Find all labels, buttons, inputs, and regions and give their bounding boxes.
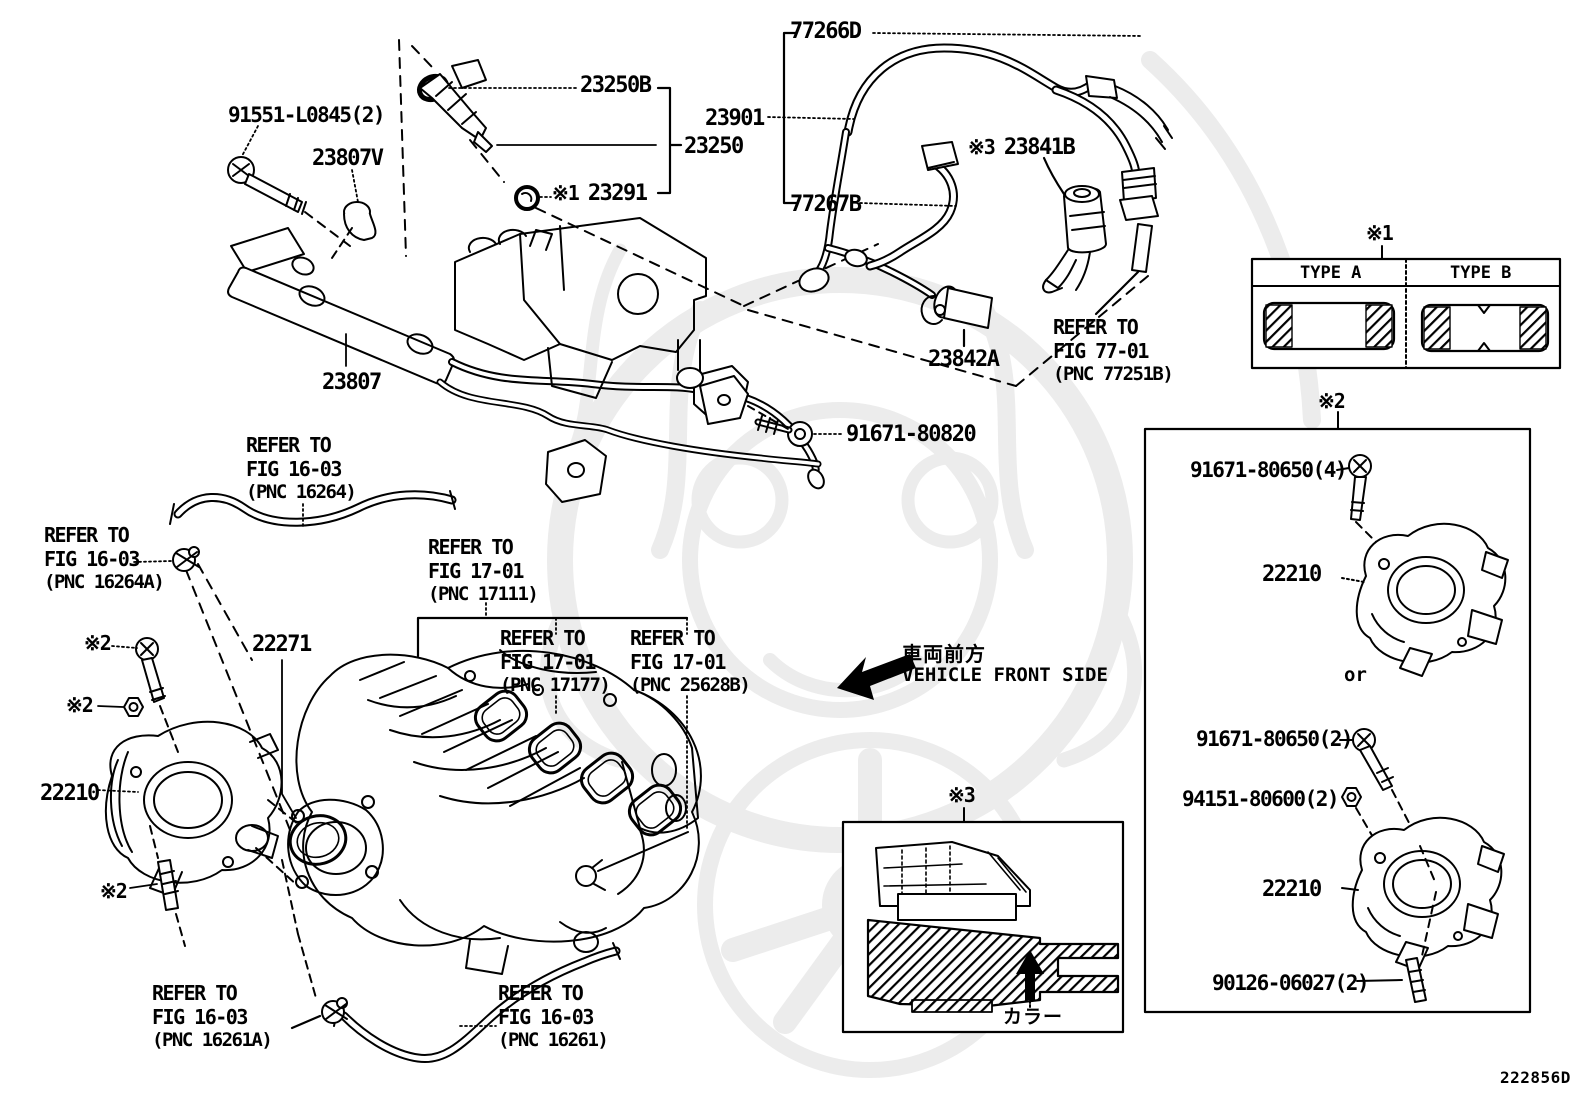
stud-90126-06027 <box>1405 957 1427 1003</box>
hose-down-to-connector <box>1051 85 1159 221</box>
note-2-box-header: ※2 <box>1318 389 1346 413</box>
note-2-b: ※2 <box>66 693 94 717</box>
injector-23250 <box>416 59 540 211</box>
part-label-23291: ※1 23291 <box>552 181 648 206</box>
collar-label: カラー <box>1003 1006 1064 1028</box>
part-label-23842a: 23842A <box>928 347 1000 372</box>
note-1-box-header: ※1 <box>1366 221 1394 245</box>
grommet-type-b <box>1420 303 1550 353</box>
refer-fig-16-03-16264a: REFER TO FIG 16-03 (PNC 16264A) <box>44 523 165 594</box>
stud-note2-c <box>149 825 186 947</box>
refer-fig-17-01-17177: REFER TO FIG 17-01 (PNC 17177) <box>500 626 611 697</box>
vehicle-front-label-en: VEHICLE FRONT SIDE <box>902 664 1108 686</box>
part-label-22210-box1: 22210 <box>1262 562 1322 587</box>
intake-manifold-22271 <box>287 649 702 975</box>
vehicle-front-label-jp: 車両前方 <box>902 642 986 666</box>
part-label-23807v: 23807V <box>312 146 384 171</box>
part-label-22210-box2: 22210 <box>1262 877 1322 902</box>
note-3-box-header: ※3 <box>948 783 976 807</box>
type-b-header: TYPE B <box>1450 263 1512 283</box>
leader-lines <box>97 31 1143 1030</box>
refer-fig-17-01-17111: REFER TO FIG 17-01 (PNC 17111) <box>428 535 539 606</box>
nut-note2-b <box>123 697 144 717</box>
cylinder-head <box>454 217 789 430</box>
part-label-91551: 91551-L0845(2) <box>228 103 386 127</box>
part-label-91671-80650-4: 91671-80650(4) <box>1190 458 1348 482</box>
grommet-77251b <box>1131 223 1153 273</box>
part-number-23291: 23291 <box>587 181 648 206</box>
part-label-23807: 23807 <box>322 370 382 395</box>
refer-fig-77-01: REFER TO FIG 77-01 (PNC 77251B) <box>1053 315 1174 386</box>
part-label-90126-06027-2: 90126-06027(2) <box>1212 971 1370 995</box>
clamp-16264a <box>172 546 200 572</box>
projection-dashes <box>185 39 1149 831</box>
clamp-25628b <box>575 831 689 891</box>
vsv-23841b <box>1042 185 1107 294</box>
connector-23842a <box>920 285 993 329</box>
part-label-77266d: 77266D <box>790 19 862 44</box>
vehicle-front-arrow <box>837 654 916 700</box>
part-label-22210-left: 22210 <box>40 781 100 806</box>
bolt-91671-80820 <box>754 415 813 447</box>
inset-note2-box <box>1143 411 1532 1014</box>
note-2-a: ※2 <box>84 631 112 655</box>
refer-fig-16-03-16261a: REFER TO FIG 16-03 (PNC 16261A) <box>152 981 273 1052</box>
part-label-91671-80820: 91671-80820 <box>846 422 977 447</box>
bolt-91671-80650-2 <box>1352 728 1421 845</box>
bolt-note2-a <box>135 637 179 753</box>
gaskets-17177 <box>473 689 683 837</box>
note-1-mark: ※1 <box>552 181 580 205</box>
collar-arrow <box>1016 950 1044 1000</box>
part-label-23250b: 23250B <box>580 73 652 98</box>
part-label-91671-80650-2: 91671-80650(2) <box>1196 727 1354 751</box>
inset-type-box <box>1250 245 1562 370</box>
part-label-23250: 23250 <box>684 134 744 159</box>
part-label-23841b: ※3 23841B <box>968 135 1076 160</box>
refer-fig-16-03-16264: REFER TO FIG 16-03 (PNC 16264) <box>246 433 357 504</box>
refer-fig-17-01-25628b: REFER TO FIG 17-01 (PNC 25628B) <box>630 626 751 697</box>
damper-23807v <box>331 201 377 259</box>
pipe-23901 <box>798 128 936 299</box>
or-label: or <box>1344 664 1367 686</box>
inset-note3-box <box>841 807 1125 1034</box>
part-label-77267b: 77267B <box>790 192 862 217</box>
part-label-94151-80600-2: 94151-80600(2) <box>1182 787 1340 811</box>
part-number-23841b: 23841B <box>1003 135 1076 160</box>
refer-fig-16-03-16261: REFER TO FIG 16-03 (PNC 16261) <box>498 981 609 1052</box>
part-label-22271: 22271 <box>252 632 312 657</box>
gasket-22271 <box>288 814 348 866</box>
bolt-91671-80650-4 <box>1348 454 1391 557</box>
type-a-header: TYPE A <box>1300 263 1362 283</box>
hose-16264 <box>169 490 457 527</box>
part-label-23901: 23901 <box>705 106 765 131</box>
bolt-91551 <box>227 156 351 247</box>
note-3-mark: ※3 <box>968 135 996 159</box>
clamp-16261a <box>281 859 348 1024</box>
grommet-type-a <box>1262 301 1396 351</box>
note-2-c: ※2 <box>100 879 128 903</box>
hose-77267b <box>865 141 959 271</box>
throttle-body-22210-left <box>105 720 299 897</box>
diagram-code: 222856D <box>1500 1068 1571 1087</box>
